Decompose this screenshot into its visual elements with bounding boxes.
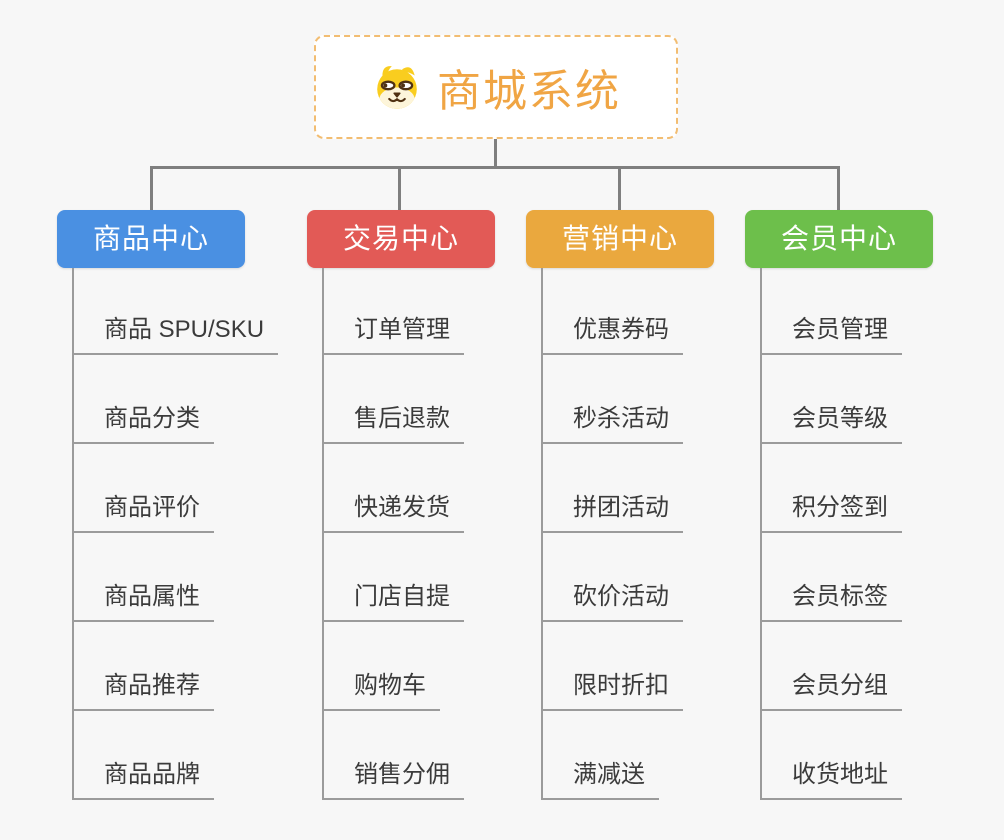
child-node[interactable]: 商品推荐 [72,670,214,711]
child-node[interactable]: 商品属性 [72,581,214,622]
branch-trunk-line [72,268,74,800]
child-node[interactable]: 砍价活动 [541,581,683,622]
branch-trunk-line [541,268,543,800]
child-node[interactable]: 快递发货 [322,492,464,533]
connector-bus [150,166,839,169]
child-node[interactable]: 售后退款 [322,403,464,444]
child-node[interactable]: 商品评价 [72,492,214,533]
branch-node-products[interactable]: 商品中心 [57,210,245,268]
child-node[interactable]: 商品 SPU/SKU [72,314,279,355]
child-node[interactable]: 商品品牌 [72,759,214,800]
child-node[interactable]: 秒杀活动 [541,403,683,444]
child-node[interactable]: 商品分类 [72,403,214,444]
branch-column-members: 会员中心 会员管理 会员等级 积分签到 会员标签 会员分组 收货地址 [745,210,997,820]
child-node[interactable]: 积分签到 [760,492,902,533]
branch-trunk-line [322,268,324,800]
child-node[interactable]: 优惠券码 [541,314,683,355]
root-node[interactable]: 商城系统 [314,35,678,139]
connector-drop-3 [618,166,621,210]
branch-column-trade: 交易中心 订单管理 售后退款 快递发货 门店自提 购物车 销售分佣 [307,210,559,820]
branch-column-products: 商品中心 商品 SPU/SKU 商品分类 商品评价 商品属性 商品推荐 商品品牌 [57,210,309,820]
connector-drop-2 [398,166,401,210]
connector-drop-4 [837,166,840,210]
child-node[interactable]: 购物车 [322,670,440,711]
doge-icon [371,62,423,112]
branch-node-trade[interactable]: 交易中心 [307,210,495,268]
branch-node-marketing[interactable]: 营销中心 [526,210,714,268]
child-node[interactable]: 满减送 [541,759,659,800]
branch-column-marketing: 营销中心 优惠券码 秒杀活动 拼团活动 砍价活动 限时折扣 满减送 [526,210,778,820]
child-node[interactable]: 门店自提 [322,581,464,622]
branch-node-members[interactable]: 会员中心 [745,210,933,268]
child-node[interactable]: 订单管理 [322,314,464,355]
branch-trunk-line [760,268,762,800]
child-node[interactable]: 会员等级 [760,403,902,444]
connector-root-stem [494,139,497,167]
child-node[interactable]: 限时折扣 [541,670,683,711]
child-node[interactable]: 会员标签 [760,581,902,622]
child-node[interactable]: 拼团活动 [541,492,683,533]
child-node[interactable]: 收货地址 [760,759,902,800]
child-node[interactable]: 会员管理 [760,314,902,355]
root-title: 商城系统 [437,67,621,116]
connector-drop-1 [150,166,153,210]
child-node[interactable]: 销售分佣 [322,759,464,800]
child-node[interactable]: 会员分组 [760,670,902,711]
